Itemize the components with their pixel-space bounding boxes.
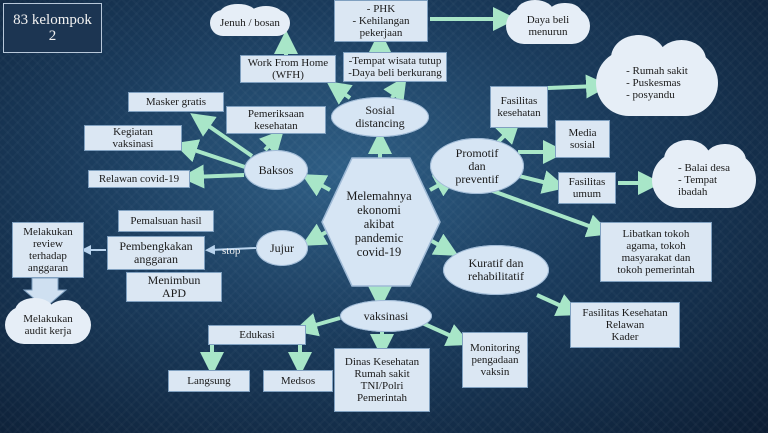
cloud-balai-desa-text: - Balai desa - Tempat ibadah [678,162,730,198]
box-relawan-covid: Relawan covid-19 [88,170,190,188]
box-wfh: Work From Home (WFH) [240,55,336,83]
cloud-rumah-sakit: - Rumah sakit - Puskesmas - posyandu [596,35,718,116]
cloud-daya-beli-menurun: Daya beli menurun [506,0,590,44]
group-title: 83 kelompok 2 [3,3,102,53]
box-pemalsuan-hasil: Pemalsuan hasil [118,210,214,232]
node-vaksinasi: vaksinasi [340,300,432,332]
box-fasilitas-umum: Fasilitas umum [558,172,616,204]
box-tempat-wisata: -Tempat wisata tutup -Daya beli berkuran… [343,52,447,82]
node-baksos: Baksos [244,150,308,190]
box-masker-gratis: Masker gratis [128,92,224,112]
box-libatkan-tokoh: Libatkan tokoh agama, tokoh masyarakat d… [600,222,712,282]
stop-label: stop [222,245,241,257]
box-edukasi: Edukasi [208,325,306,345]
box-kegiatan-vaksinasi: Kegiatan vaksinasi [84,125,182,151]
node-kuratif-rehabilitatif: Kuratif dan rehabilitatif [443,245,549,295]
node-social-distancing: Sosial distancing [331,97,429,137]
cloud-jenuh-bosan: Jenuh / bosan [210,4,290,36]
cloud-audit-kerja: Melakukan audit kerja [5,297,91,344]
box-monitoring-vaksin: Monitoring pengadaan vaksin [462,332,528,388]
cloud-audit-text: Melakukan audit kerja [23,313,73,337]
box-fasilitas-relawan-kader: Fasilitas Kesehatan Relawan Kader [570,302,680,348]
box-phk: - PHK - Kehilangan pekerjaan [334,0,428,42]
node-promotif-preventif: Promotif dan preventif [430,138,524,194]
box-fasilitas-kesehatan: Fasilitas kesehatan [490,86,548,128]
box-langsung: Langsung [168,370,250,392]
box-media-sosial: Media sosial [555,120,610,158]
box-dinas-kesehatan: Dinas Kesehatan Rumah sakit TNI/Polri Pe… [334,348,430,412]
cloud-balai-desa: - Balai desa - Tempat ibadah [652,139,756,208]
box-pemeriksaan-kesehatan: Pemeriksaan kesehatan [226,106,326,134]
center-hexagon-text: Melemahnya ekonomi akibat pandemic covid… [346,189,412,259]
cloud-daya-beli-text: Daya beli menurun [526,14,570,38]
box-review-anggaran: Melakukan review terhadap anggaran [12,222,84,278]
box-menimbun-apd: Menimbun APD [126,272,222,302]
cloud-jenuh-text: Jenuh / bosan [220,17,280,29]
node-jujur: Jujur [256,230,308,266]
box-pembengkakan-anggaran: Pembengkakan anggaran [107,236,205,270]
box-medsos: Medsos [263,370,333,392]
cloud-rumah-sakit-text: - Rumah sakit - Puskesmas - posyandu [626,65,688,101]
